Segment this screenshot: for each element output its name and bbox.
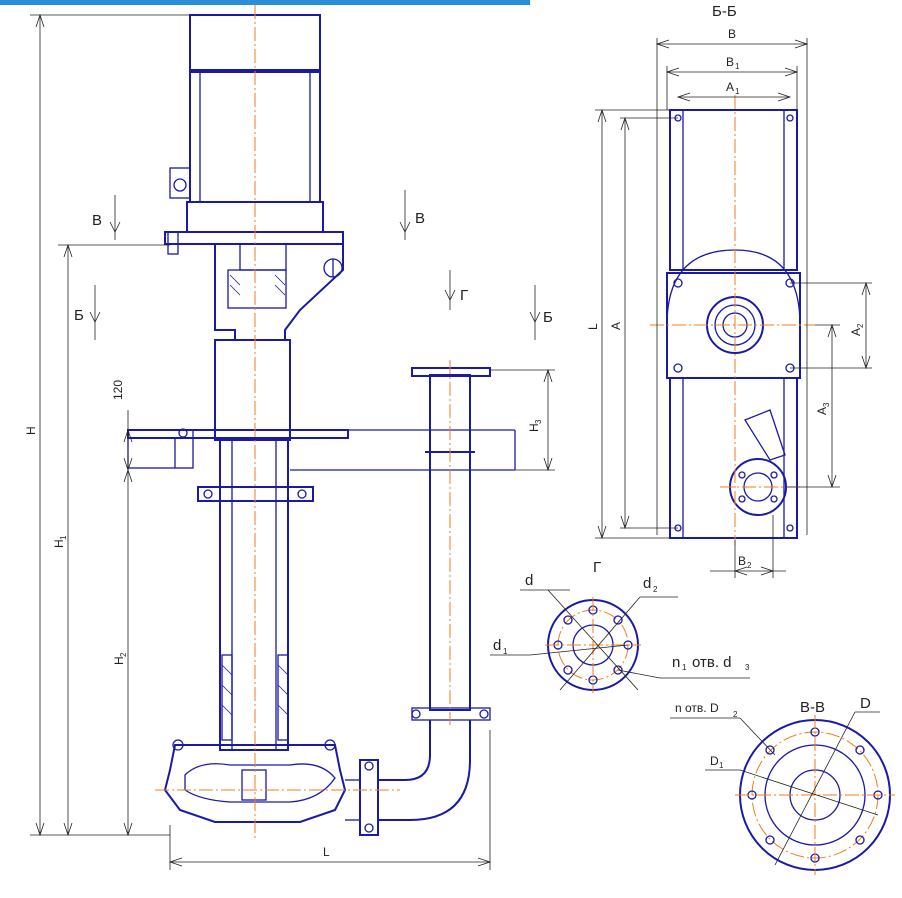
dim-h1: H <box>52 539 66 548</box>
dim-h: H <box>24 426 38 435</box>
vv-holes: n отв. D <box>675 701 719 715</box>
dim-h3: H <box>527 423 541 432</box>
dim-b1: B <box>726 55 734 69</box>
coupling <box>239 243 287 271</box>
cut-label-v-right: В <box>415 210 425 227</box>
section-bb-title: Б-Б <box>712 3 737 20</box>
elbow-outer <box>378 720 471 821</box>
elbow-inner <box>378 720 431 781</box>
section-vv: В-В n отв. D 2 D D 1 <box>670 695 895 875</box>
cut-label-b-right: Б <box>543 309 553 326</box>
vv-d1-sub: 1 <box>719 761 724 770</box>
flange-g-holes-text: отв. d <box>692 654 732 671</box>
main-view <box>127 5 516 840</box>
cut-label-b-left: Б <box>74 307 84 324</box>
dim-h1-sub: 1 <box>59 535 68 540</box>
bearing-housing <box>214 243 344 341</box>
cut-markers: В В Б Б Г <box>74 190 553 340</box>
terminal-box <box>169 167 191 199</box>
dim-h2-sub: 2 <box>119 652 128 657</box>
vv-holes-sub: 2 <box>733 710 738 719</box>
column-upper <box>214 339 291 441</box>
dim-a2-sub: 2 <box>856 323 865 328</box>
header-bar <box>0 0 530 5</box>
bb-motor-outline <box>666 249 801 326</box>
section-vv-title: В-В <box>800 699 825 716</box>
dim-a: A <box>609 322 623 330</box>
cut-label-g: Г <box>460 287 468 304</box>
bb-lower-column <box>669 377 798 539</box>
vv-d1: D <box>710 754 719 768</box>
pump-casing <box>163 744 347 823</box>
dim-a3-sub: 3 <box>822 402 831 407</box>
flange-g-d1: d <box>493 637 501 654</box>
vv-d: D <box>860 695 871 712</box>
dim-h2: H <box>112 656 126 665</box>
dim-b1-sub: 1 <box>735 62 740 71</box>
dim-b: B <box>728 27 736 41</box>
flange-g-d: d <box>525 572 533 589</box>
main-dimensions: H H 1 120 H 2 H 3 L <box>24 13 555 870</box>
dim-a1: A <box>726 80 734 94</box>
dim-a3: A <box>815 407 829 415</box>
bb-pipe-elbow <box>744 409 786 461</box>
dim-l-bottom: L <box>323 845 330 859</box>
impeller <box>184 763 336 803</box>
flange-g-holes: n <box>672 654 680 671</box>
dim-b2: B <box>738 554 746 568</box>
support-bracket <box>127 429 349 439</box>
dim-h3-sub: 3 <box>534 419 543 424</box>
mounting-plate <box>164 231 344 245</box>
flange-g-title: Г <box>593 559 601 576</box>
outlet-flange <box>359 759 379 836</box>
cut-label-v-left: В <box>92 212 102 229</box>
flange-g-holes-sub: 1 <box>682 663 687 672</box>
dim-120: 120 <box>111 380 125 400</box>
dim-l-section: L <box>586 323 600 330</box>
flange-g-view: Г d d 2 d 1 n 1 отв. d 3 <box>490 559 750 693</box>
dim-b2-sub: 2 <box>747 561 752 570</box>
column-pipe <box>219 439 289 751</box>
flange-g-d2: d <box>643 575 651 592</box>
flange-g-d2-sub: 2 <box>653 585 658 594</box>
discharge-flange <box>411 367 491 377</box>
dim-a1-sub: 1 <box>735 87 740 96</box>
bb-upper-column <box>669 109 798 271</box>
dim-a2: A <box>849 328 863 336</box>
flange-g-d1-sub: 1 <box>503 647 508 656</box>
flange-g-holes-d-sub: 3 <box>745 663 750 672</box>
section-bb: Б-Б B <box>586 3 872 578</box>
